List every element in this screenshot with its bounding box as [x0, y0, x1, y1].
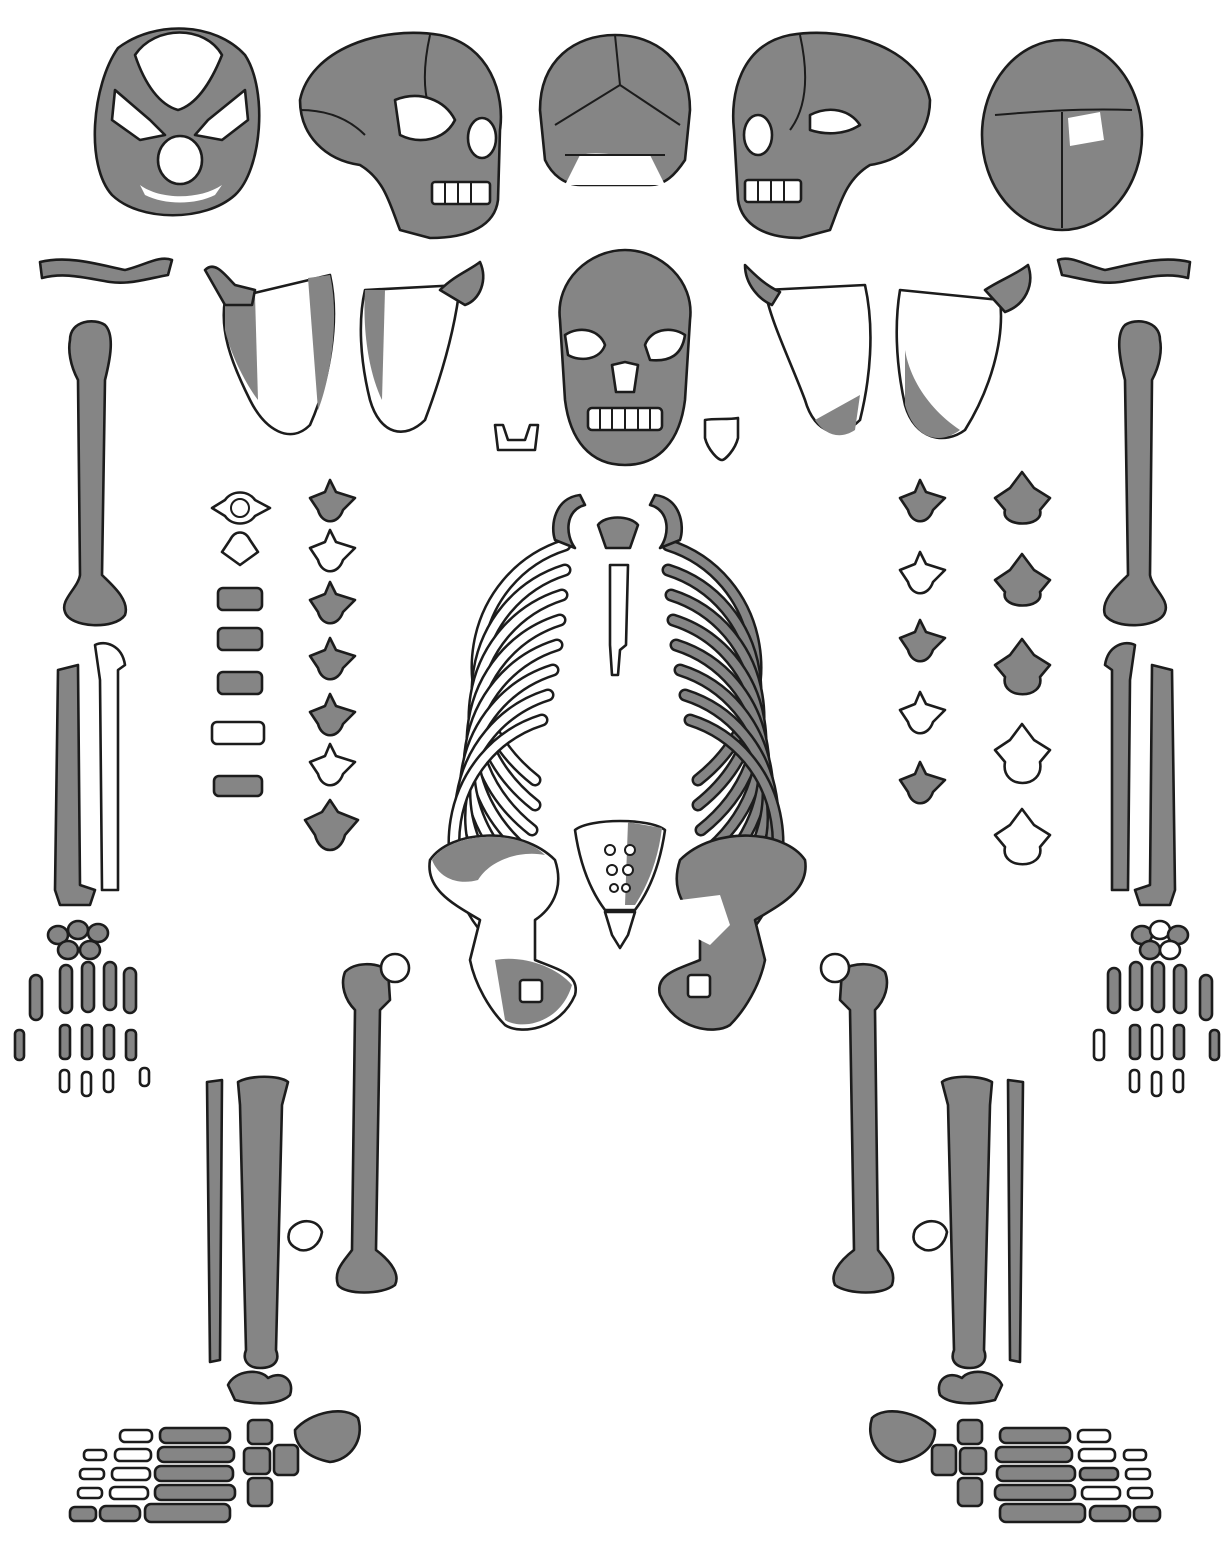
patella-right — [288, 1221, 322, 1250]
tibia-left — [942, 1077, 992, 1368]
humerus-left — [1104, 321, 1166, 625]
scapula-right-posterior — [205, 267, 334, 434]
radius-right — [55, 665, 95, 905]
first-rib-left — [650, 495, 682, 548]
mandible-fragment — [495, 425, 538, 450]
femur-right — [337, 954, 409, 1293]
hand-right — [15, 921, 149, 1096]
hand-left — [1094, 921, 1219, 1096]
humerus-right — [64, 321, 126, 625]
skull-anterior-view — [540, 35, 690, 185]
skull-frontal-face-view — [560, 250, 691, 465]
clavicle-right — [40, 259, 172, 283]
foot-right — [70, 1372, 360, 1522]
fibula-left — [1008, 1080, 1023, 1362]
sacrum-coccyx — [575, 821, 665, 948]
lumbar-vertebrae-column — [995, 472, 1050, 864]
ulna-right — [95, 643, 125, 890]
skull-left-lateral-view — [733, 33, 930, 238]
cervical-vertebrae-column — [212, 493, 270, 797]
first-rib-right — [553, 495, 585, 548]
scapula-left-posterior — [897, 265, 1031, 438]
manubrium — [598, 518, 638, 549]
femur-left — [821, 954, 893, 1293]
skull-superior-view — [982, 40, 1142, 230]
os-coxae-right — [429, 836, 575, 1030]
thoracic-vertebrae-right-column — [305, 480, 358, 850]
radius-left — [1135, 665, 1175, 905]
foot-left — [870, 1372, 1160, 1522]
scapula-left-anterior — [745, 265, 870, 435]
sternum-body — [610, 565, 628, 675]
patella-left — [913, 1221, 947, 1250]
larynx-thyroid-cartilage — [705, 418, 738, 460]
tibia-right — [238, 1077, 288, 1368]
thoracic-vertebrae-left-column — [900, 480, 945, 803]
os-coxae-left — [659, 836, 805, 1030]
clavicle-left — [1058, 259, 1190, 283]
ulna-left — [1105, 643, 1135, 890]
skull-right-lateral-view — [300, 33, 501, 238]
scapula-right-anterior — [361, 262, 483, 432]
fibula-right — [207, 1080, 222, 1362]
skull-inferior-view — [95, 29, 259, 216]
